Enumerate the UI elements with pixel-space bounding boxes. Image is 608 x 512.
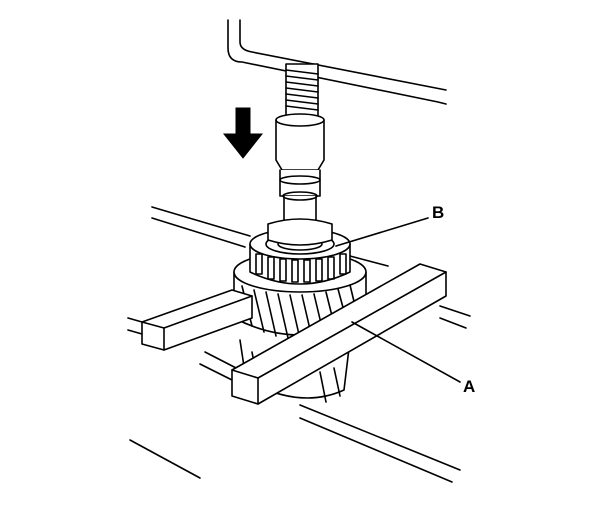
press-screw <box>285 63 319 117</box>
leader-line-b <box>335 217 429 247</box>
gear-b-teeth <box>255 253 347 283</box>
support-block-left <box>141 289 253 351</box>
leader-line-a <box>351 321 461 383</box>
gear-b <box>249 218 351 285</box>
press-bed-rails <box>127 206 471 483</box>
down-arrow-icon <box>222 107 264 159</box>
callout-label-b: B <box>432 203 445 222</box>
callout-label-a: A <box>463 377 476 396</box>
press-ram-housing <box>227 19 447 105</box>
support-block-right <box>231 263 447 405</box>
driver-tool <box>275 113 325 241</box>
